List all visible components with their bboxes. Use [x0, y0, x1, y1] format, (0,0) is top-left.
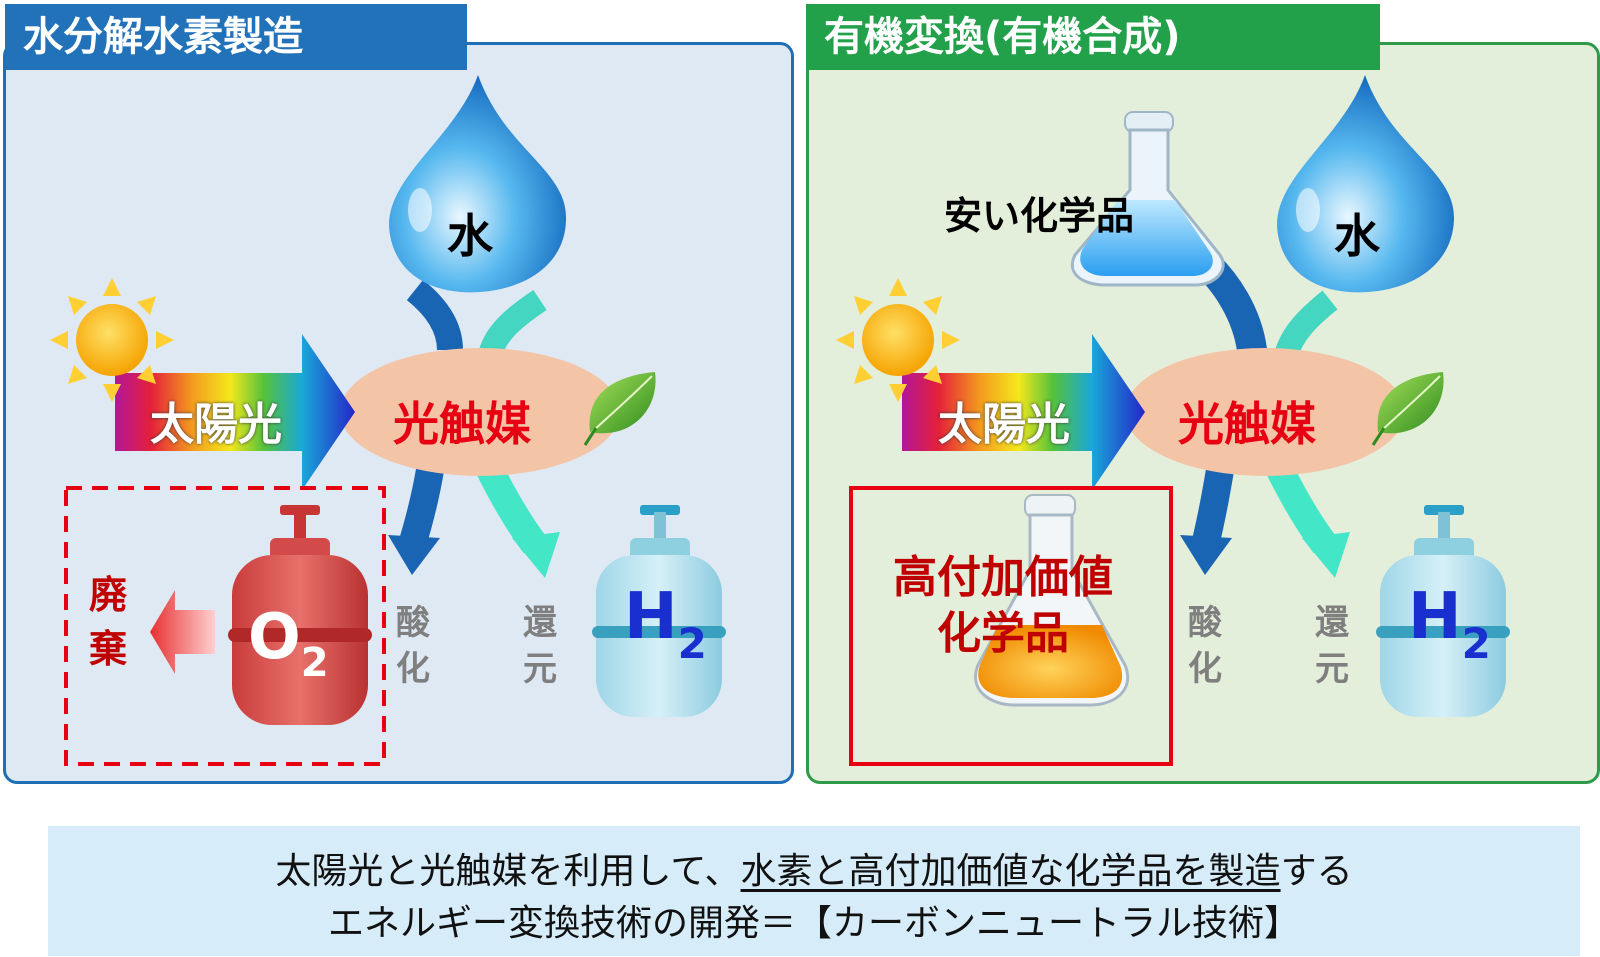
flask-orange-icon [974, 494, 1129, 707]
organic-synthesis-graphics [836, 75, 1510, 766]
oxidation-arrow [398, 467, 444, 550]
summary-line-1: 太陽光と光触媒を利用して、水素と高付加価値な化学品を製造する [275, 851, 1353, 892]
catalyst-ellipse [1125, 348, 1405, 476]
oxidation-label: 酸化 [396, 603, 430, 689]
water-drop-icon [1277, 75, 1455, 293]
waste-arrow [150, 590, 215, 674]
water-to-catalyst-arrow [1274, 290, 1338, 359]
sunlight-arrow [902, 334, 1145, 490]
summary-line-2: エネルギー変換技術の開発＝【カーボンニュートラル技術】 [327, 903, 1300, 944]
catalyst-ellipse [340, 348, 620, 476]
high-value-chemical-label: 高付加価値化学品 [893, 552, 1113, 659]
water-splitting-title: 水分解水素製造 [5, 4, 467, 70]
catalyst-label: 光触媒 [393, 397, 531, 451]
reduction-arrow [477, 463, 547, 554]
sunlight-label: 太陽光 [150, 399, 282, 450]
reduction-label: 還元 [1315, 603, 1349, 689]
sun-icon [836, 278, 960, 402]
waste-dashed-box [64, 486, 386, 766]
flask-blue-icon [1070, 111, 1225, 287]
water-to-catalyst-arrow [406, 279, 463, 351]
hydrogen-tank-icon [592, 505, 726, 717]
organic-synthesis-title: 有機変換(有機合成) [806, 4, 1380, 70]
waste-label: 廃棄 [88, 573, 127, 671]
reduction-arrow [1267, 463, 1337, 554]
summary-box: 太陽光と光触媒を利用して、水素と高付加価値な化学品を製造する エネルギー変換技術… [48, 826, 1580, 956]
cheap-chemical-label: 安い化学品 [944, 194, 1135, 238]
water-label: 水 [447, 209, 493, 263]
oxidation-arrowhead [1180, 535, 1232, 575]
sunlight-label: 太陽光 [938, 399, 1070, 450]
h2-formula: H2 [1408, 580, 1491, 668]
oxidation-label: 酸化 [1188, 603, 1222, 689]
water-drop-icon [389, 75, 567, 293]
sun-icon [50, 278, 174, 402]
leaf-icon [583, 372, 656, 446]
oxygen-tank-icon [228, 505, 372, 725]
hydrogen-tank-icon [1376, 505, 1510, 717]
water-splitting-graphics [50, 75, 726, 766]
product-highlight-box [849, 486, 1173, 766]
oxidation-arrow [1191, 467, 1234, 549]
reduction-arrowhead [1302, 532, 1350, 578]
oxidation-arrowhead [388, 535, 440, 575]
catalyst-label: 光触媒 [1178, 397, 1316, 451]
sunlight-arrow [115, 334, 355, 490]
h2-formula: H2 [624, 580, 707, 668]
leaf-icon [1371, 372, 1444, 446]
catalyst-feed-arrow [478, 290, 547, 359]
reduction-arrowhead [512, 532, 560, 578]
water-label: 水 [1334, 209, 1380, 263]
reduction-label: 還元 [523, 603, 557, 689]
o2-formula: O2 [248, 600, 329, 686]
